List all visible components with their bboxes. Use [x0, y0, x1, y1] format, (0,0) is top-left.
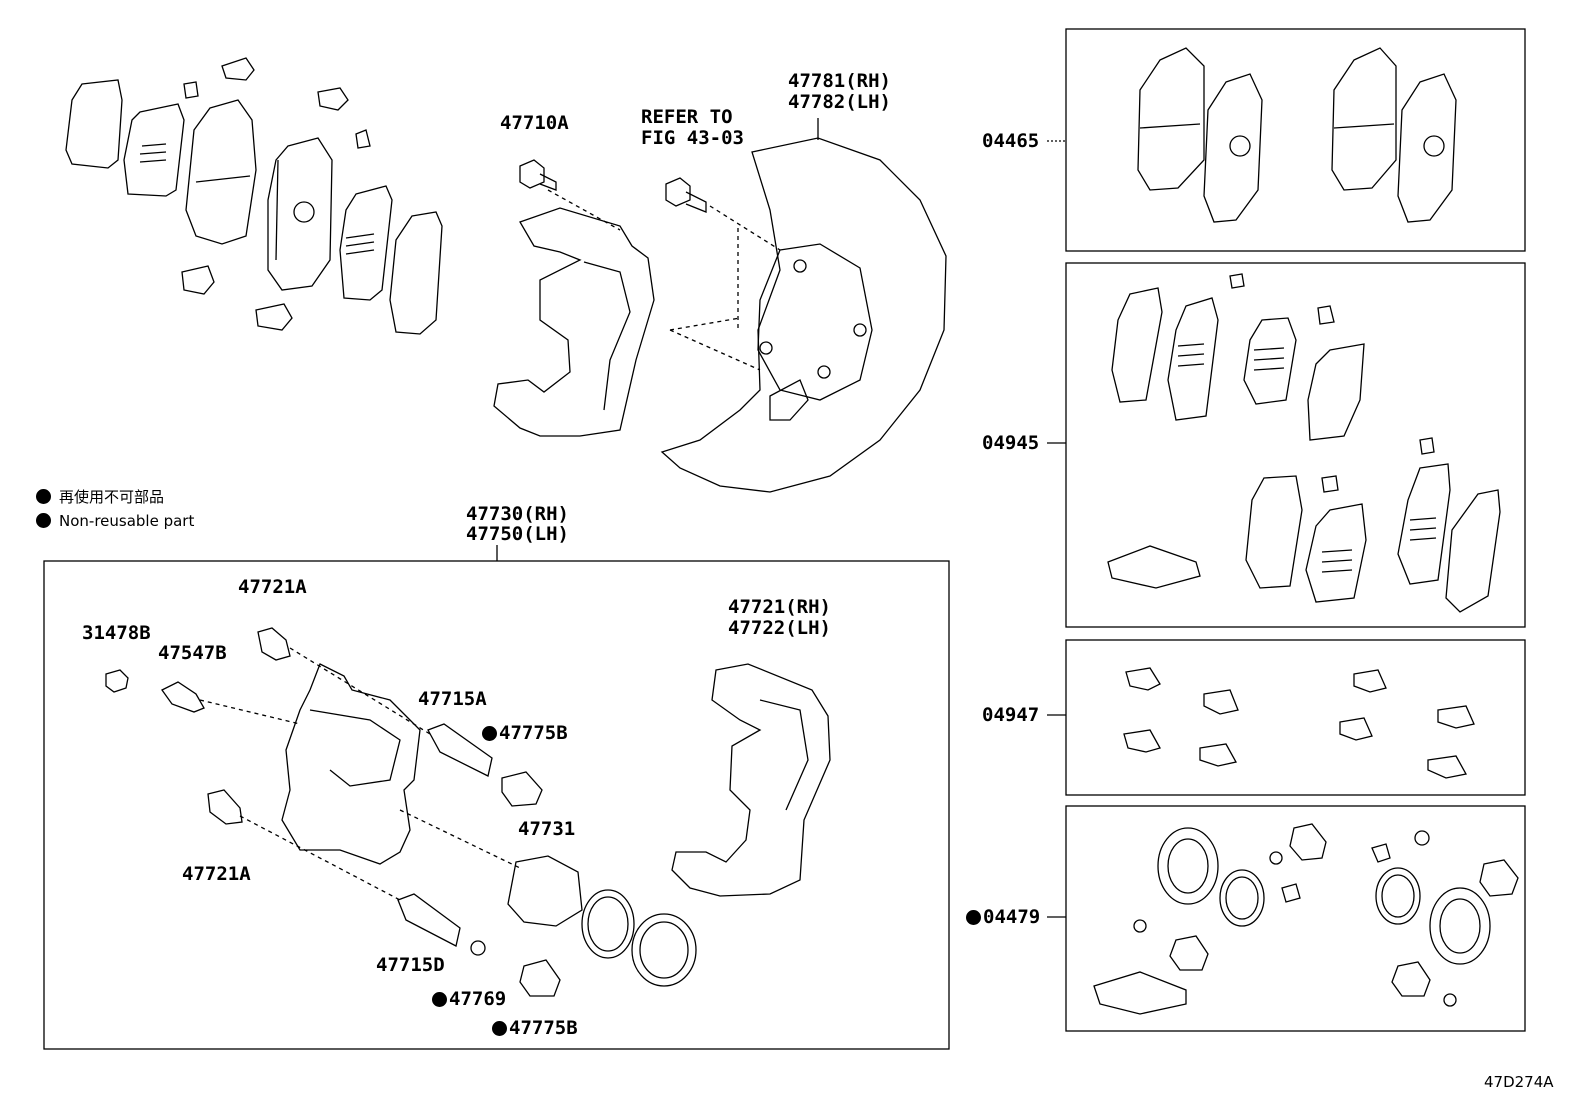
kit-04945-box	[1065, 262, 1526, 628]
label-47715D[interactable]: 47715D	[376, 954, 445, 976]
label-47547B[interactable]: 47547B	[158, 642, 227, 664]
kit-04465-pads	[1137, 47, 1457, 223]
caliper-bracket-top	[493, 189, 655, 437]
label-47715A[interactable]: 47715A	[418, 688, 487, 710]
legend-jp: 再使用不可部品	[36, 486, 164, 508]
label-47710A[interactable]: 47710A	[500, 112, 569, 134]
non-reusable-dot-icon	[432, 992, 447, 1007]
bleeder-parts	[105, 669, 205, 713]
label-47781[interactable]: 47781(RH)	[788, 70, 891, 92]
label-47769[interactable]: 47769	[432, 988, 506, 1010]
kit-04479-seals	[1093, 823, 1519, 1015]
label-04479[interactable]: 04479	[966, 906, 1040, 928]
label-47775B-bottom-text: 47775B	[509, 1017, 578, 1039]
label-47775B-bottom[interactable]: 47775B	[492, 1017, 578, 1039]
non-reusable-dot-icon	[36, 513, 51, 528]
label-47731[interactable]: 47731	[518, 818, 576, 840]
kit-leader-lines	[496, 140, 1066, 918]
kit-04947-box	[1065, 639, 1526, 796]
non-reusable-dot-icon	[482, 726, 497, 741]
label-47721A-top[interactable]: 47721A	[238, 576, 307, 598]
mounting-bolt-refer	[665, 177, 707, 213]
piston-and-seals	[501, 771, 697, 997]
label-47775B-top-text: 47775B	[499, 722, 568, 744]
label-47721A-bottom[interactable]: 47721A	[182, 863, 251, 885]
dust-shield	[660, 118, 947, 493]
label-47722[interactable]: 47722(LH)	[728, 617, 831, 639]
label-47750[interactable]: 47750(LH)	[466, 523, 569, 545]
label-04945[interactable]: 04945	[982, 432, 1040, 454]
label-refer-line1[interactable]: REFER TO	[641, 106, 733, 128]
kit-04465-box	[1065, 28, 1526, 252]
guide-bolts	[207, 627, 493, 956]
diagram-id: 47D274A	[1484, 1073, 1554, 1091]
kit-04947-clips	[1123, 667, 1475, 779]
non-reusable-dot-icon	[36, 489, 51, 504]
label-47782[interactable]: 47782(LH)	[788, 91, 891, 113]
label-refer-line2[interactable]: FIG 43-03	[641, 127, 744, 149]
label-31478B[interactable]: 31478B	[82, 622, 151, 644]
pad-set-exploded	[65, 57, 443, 335]
non-reusable-dot-icon	[966, 910, 981, 925]
label-47769-text: 47769	[449, 988, 507, 1010]
kit-04479-box	[1065, 805, 1526, 1032]
mounting-bolt-47710A	[519, 159, 557, 191]
label-04947[interactable]: 04947	[982, 704, 1040, 726]
label-04465[interactable]: 04465	[982, 130, 1040, 152]
label-04479-text: 04479	[983, 906, 1041, 928]
caliper-body	[199, 647, 521, 901]
caliper-bracket-inner	[671, 663, 831, 897]
kit-04945-shims	[1107, 273, 1501, 613]
label-47775B-top[interactable]: 47775B	[482, 722, 568, 744]
non-reusable-dot-icon	[492, 1021, 507, 1036]
legend-en: Non-reusable part	[36, 510, 194, 532]
legend-en-text: Non-reusable part	[59, 512, 195, 530]
legend-jp-text: 再使用不可部品	[59, 488, 165, 506]
label-47721[interactable]: 47721(RH)	[728, 596, 831, 618]
label-47730[interactable]: 47730(RH)	[466, 503, 569, 525]
